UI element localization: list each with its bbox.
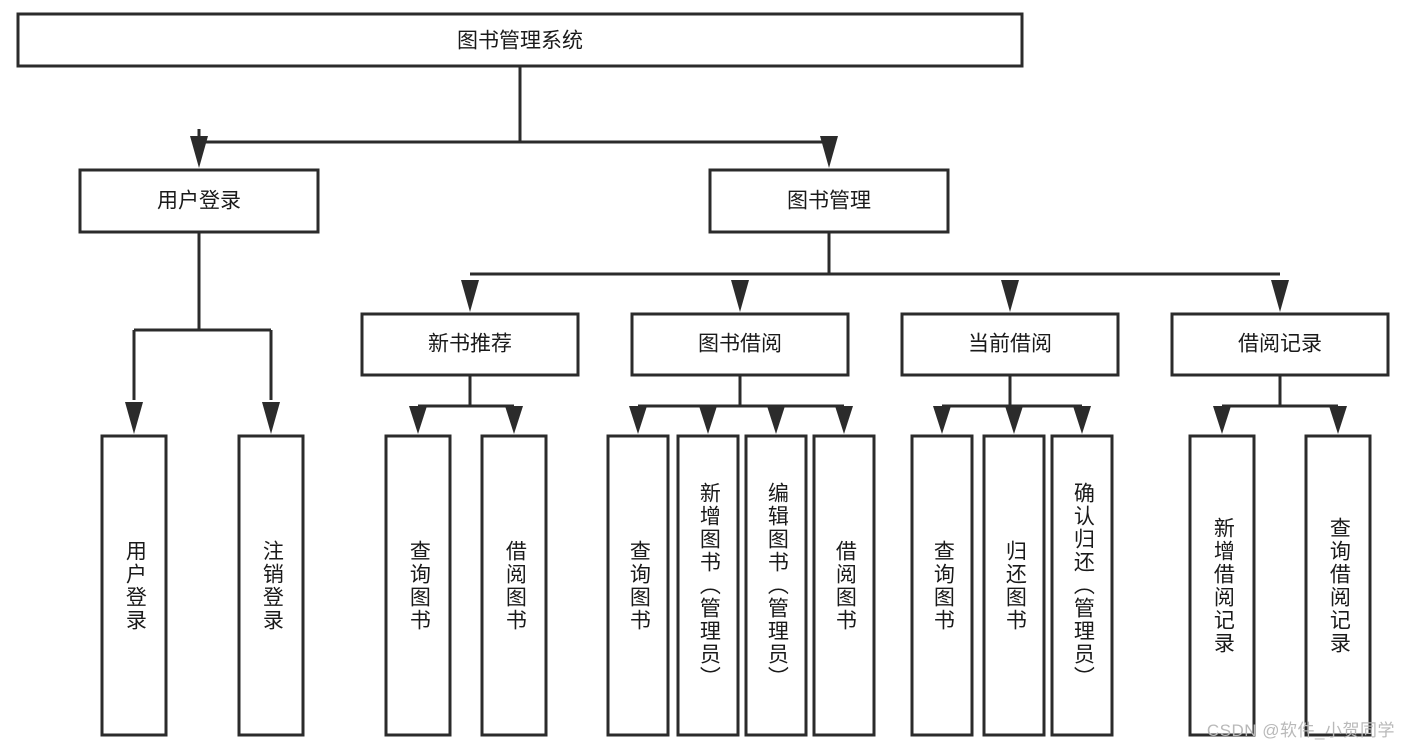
arrow-head-leaf-query-book-borrow [629, 406, 647, 434]
node-book-manage-label: 图书管理 [787, 190, 871, 213]
node-borrow-record-box[interactable] [1170, 312, 1390, 377]
node-root-box[interactable] [16, 12, 1024, 68]
connector-group-new-book-recommend [409, 375, 523, 434]
arrow-head-new-book-recommend [461, 280, 479, 312]
connector-group-book-borrow [629, 375, 853, 434]
arrow-head-leaf-query-borrow-record [1329, 406, 1347, 434]
node-current-borrow-box[interactable] [900, 312, 1120, 377]
node-book-manage[interactable]: 图书管理 [708, 168, 950, 234]
arrow-head-leaf-edit-book-admin [767, 406, 785, 434]
connector-group-user-login [125, 232, 280, 434]
arrow-head-leaf-query-book-rec [409, 406, 427, 434]
node-book-manage-box[interactable] [708, 168, 950, 234]
arrow-head-leaf-borrow-book [835, 406, 853, 434]
arrow-head-leaf-user-login [125, 402, 143, 434]
node-leaf-confirm-return-admin-box[interactable] [1050, 434, 1114, 737]
connector-group-current-borrow [933, 375, 1091, 434]
arrow-head-leaf-borrow-book-rec [505, 406, 523, 434]
node-leaf-add-book-admin-box[interactable] [676, 434, 740, 737]
node-user-login-box[interactable] [78, 168, 320, 234]
arrow-head-leaf-confirm-return-admin [1073, 406, 1091, 434]
node-leaf-borrow-book-rec-box[interactable] [480, 434, 548, 737]
node-book-borrow-box[interactable] [630, 312, 850, 377]
node-borrow-record-label: 借阅记录 [1238, 333, 1322, 356]
arrow-head-leaf-add-book-admin [699, 406, 717, 434]
node-book-borrow-label: 图书借阅 [698, 333, 782, 356]
arrow-head-user-login [190, 136, 208, 168]
arrow-head-leaf-return-book [1005, 406, 1023, 434]
arrow-head-book-borrow [731, 280, 749, 312]
connector-group-book-manage [461, 232, 1289, 312]
node-book-borrow[interactable]: 图书借阅 [630, 312, 850, 377]
node-leaf-query-book-current-box[interactable] [910, 434, 974, 737]
node-new-book-recommend-label: 新书推荐 [428, 333, 512, 356]
node-leaf-query-book-rec-box[interactable] [384, 434, 452, 737]
node-root[interactable]: 图书管理系统 [16, 12, 1024, 68]
node-user-login[interactable]: 用户登录 [78, 168, 320, 234]
node-leaf-borrow-book-box[interactable] [812, 434, 876, 737]
node-leaf-logout-box[interactable] [237, 434, 305, 737]
node-new-book-recommend[interactable]: 新书推荐 [360, 312, 580, 377]
leaf-box-group [100, 434, 1372, 737]
arrow-head-leaf-add-borrow-record [1213, 406, 1231, 434]
node-leaf-edit-book-admin-box[interactable] [744, 434, 808, 737]
arrow-head-leaf-logout [262, 402, 280, 434]
node-root-label: 图书管理系统 [457, 30, 583, 53]
connector-group-root [190, 66, 838, 168]
arrow-head-borrow-record [1271, 280, 1289, 312]
csdn-watermark: CSDN @软件_小贺同学 [1206, 721, 1395, 740]
arrow-head-current-borrow [1001, 280, 1019, 312]
node-user-login-label: 用户登录 [157, 190, 241, 213]
arrow-head-leaf-query-book-current [933, 406, 951, 434]
node-new-book-recommend-box[interactable] [360, 312, 580, 377]
node-leaf-user-login-box[interactable] [100, 434, 168, 737]
node-leaf-query-book-borrow-box[interactable] [606, 434, 670, 737]
node-borrow-record[interactable]: 借阅记录 [1170, 312, 1390, 377]
node-leaf-return-book-box[interactable] [982, 434, 1046, 737]
node-current-borrow[interactable]: 当前借阅 [900, 312, 1120, 377]
connector-group-borrow-record [1213, 375, 1347, 434]
node-leaf-add-borrow-record-box[interactable] [1188, 434, 1256, 737]
node-leaf-query-borrow-record-box[interactable] [1304, 434, 1372, 737]
node-current-borrow-label: 当前借阅 [968, 333, 1052, 356]
arrow-head-book-manage [820, 136, 838, 168]
